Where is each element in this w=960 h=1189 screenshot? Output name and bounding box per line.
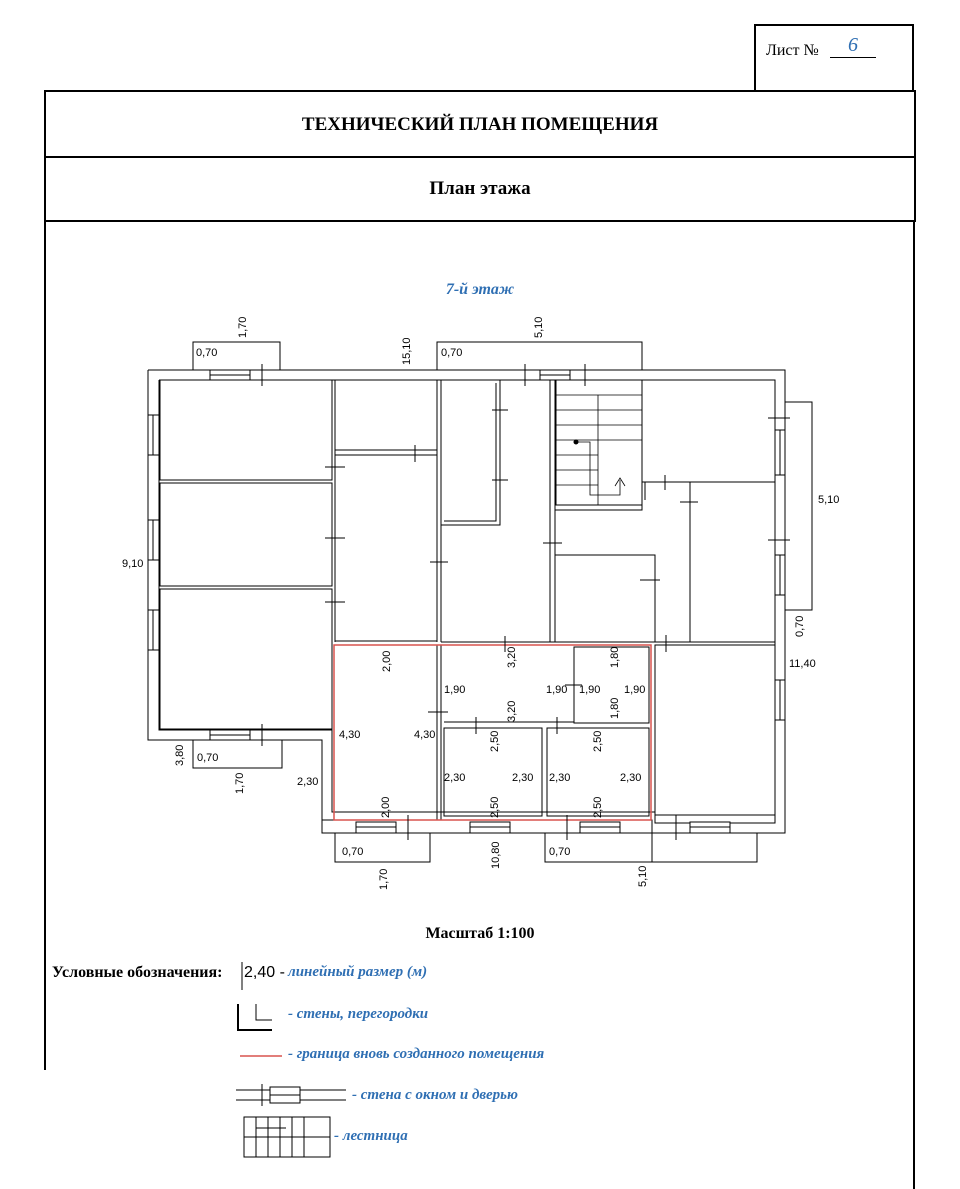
dim-label: 4,30: [339, 729, 360, 741]
dim-label: 2,50: [592, 797, 604, 818]
legend-item-linear-size: линейный размер (м): [288, 964, 428, 980]
frame-right-border: [913, 222, 915, 1189]
document-subtitle-box: План этажа: [44, 156, 916, 222]
dim-label: 2,30: [297, 776, 318, 788]
document-title: ТЕХНИЧЕСКИЙ ПЛАН ПОМЕЩЕНИЯ: [301, 114, 659, 135]
dim-label: 1,90: [444, 684, 465, 696]
document-title-box: ТЕХНИЧЕСКИЙ ПЛАН ПОМЕЩЕНИЯ: [44, 90, 916, 158]
frame-left-border: [44, 222, 46, 1070]
dim-label: 1,70: [378, 869, 390, 890]
dim-label: 10,80: [490, 841, 502, 869]
dim-label: 4,30: [414, 729, 435, 741]
dim-label: 2,50: [489, 797, 501, 818]
dim-label: 5,10: [818, 494, 839, 506]
legend-symbols: [236, 962, 346, 1158]
dim-label: 2,30: [444, 772, 465, 784]
dim-label: 1,90: [579, 684, 600, 696]
legend-item-stairs: - лестница: [334, 1128, 408, 1144]
new-room-boundary: [333, 644, 652, 821]
dim-label: 15,10: [401, 337, 413, 365]
dim-label: 1,90: [624, 684, 645, 696]
dim-label: 2,30: [549, 772, 570, 784]
dim-label: 2,00: [380, 797, 392, 818]
dim-label: 2,30: [620, 772, 641, 784]
legend-dimension-sample: 2,40 -: [244, 964, 285, 981]
dim-label: 1,90: [546, 684, 567, 696]
dim-label: 2,50: [489, 731, 501, 752]
dim-label: 1,80: [609, 698, 621, 719]
dim-label: 3,20: [506, 701, 518, 722]
legend-item-window-door-wall: - стена с окном и дверью: [352, 1087, 518, 1103]
dim-label: 1,70: [237, 317, 249, 338]
dim-label: 0,70: [794, 616, 806, 637]
dim-label: 3,80: [174, 745, 186, 766]
sheet-number-box: Лист № 6: [754, 24, 914, 90]
sheet-number: 6: [830, 34, 876, 58]
dim-label: 9,10: [122, 558, 143, 570]
dim-label: 3,20: [506, 647, 518, 668]
dim-label: 0,70: [196, 347, 217, 359]
legend-item-walls: - стены, перегородки: [288, 1006, 429, 1022]
scale-label: Масштаб 1:100: [425, 925, 535, 942]
dim-label: 2,50: [592, 731, 604, 752]
sheet-label: Лист №: [766, 42, 819, 59]
dim-label: 0,70: [342, 846, 363, 858]
dim-label: 5,10: [637, 866, 649, 887]
dim-label: 2,00: [381, 651, 393, 672]
dim-label: 0,70: [549, 846, 570, 858]
document-subtitle: План этажа: [429, 178, 531, 199]
dim-label: 1,70: [234, 773, 246, 794]
floor-label: 7-й этаж: [445, 281, 515, 298]
dim-label: 0,70: [441, 347, 462, 359]
dim-label: 2,30: [512, 772, 533, 784]
dim-label: 11,40: [789, 658, 816, 670]
dim-label: 0,70: [197, 752, 218, 764]
dim-label: 1,80: [609, 647, 621, 668]
legend-item-new-room-boundary: - граница вновь созданного помещения: [288, 1046, 545, 1062]
legend-title: Условные обозначения:: [52, 964, 223, 981]
dim-label: 5,10: [533, 317, 545, 338]
